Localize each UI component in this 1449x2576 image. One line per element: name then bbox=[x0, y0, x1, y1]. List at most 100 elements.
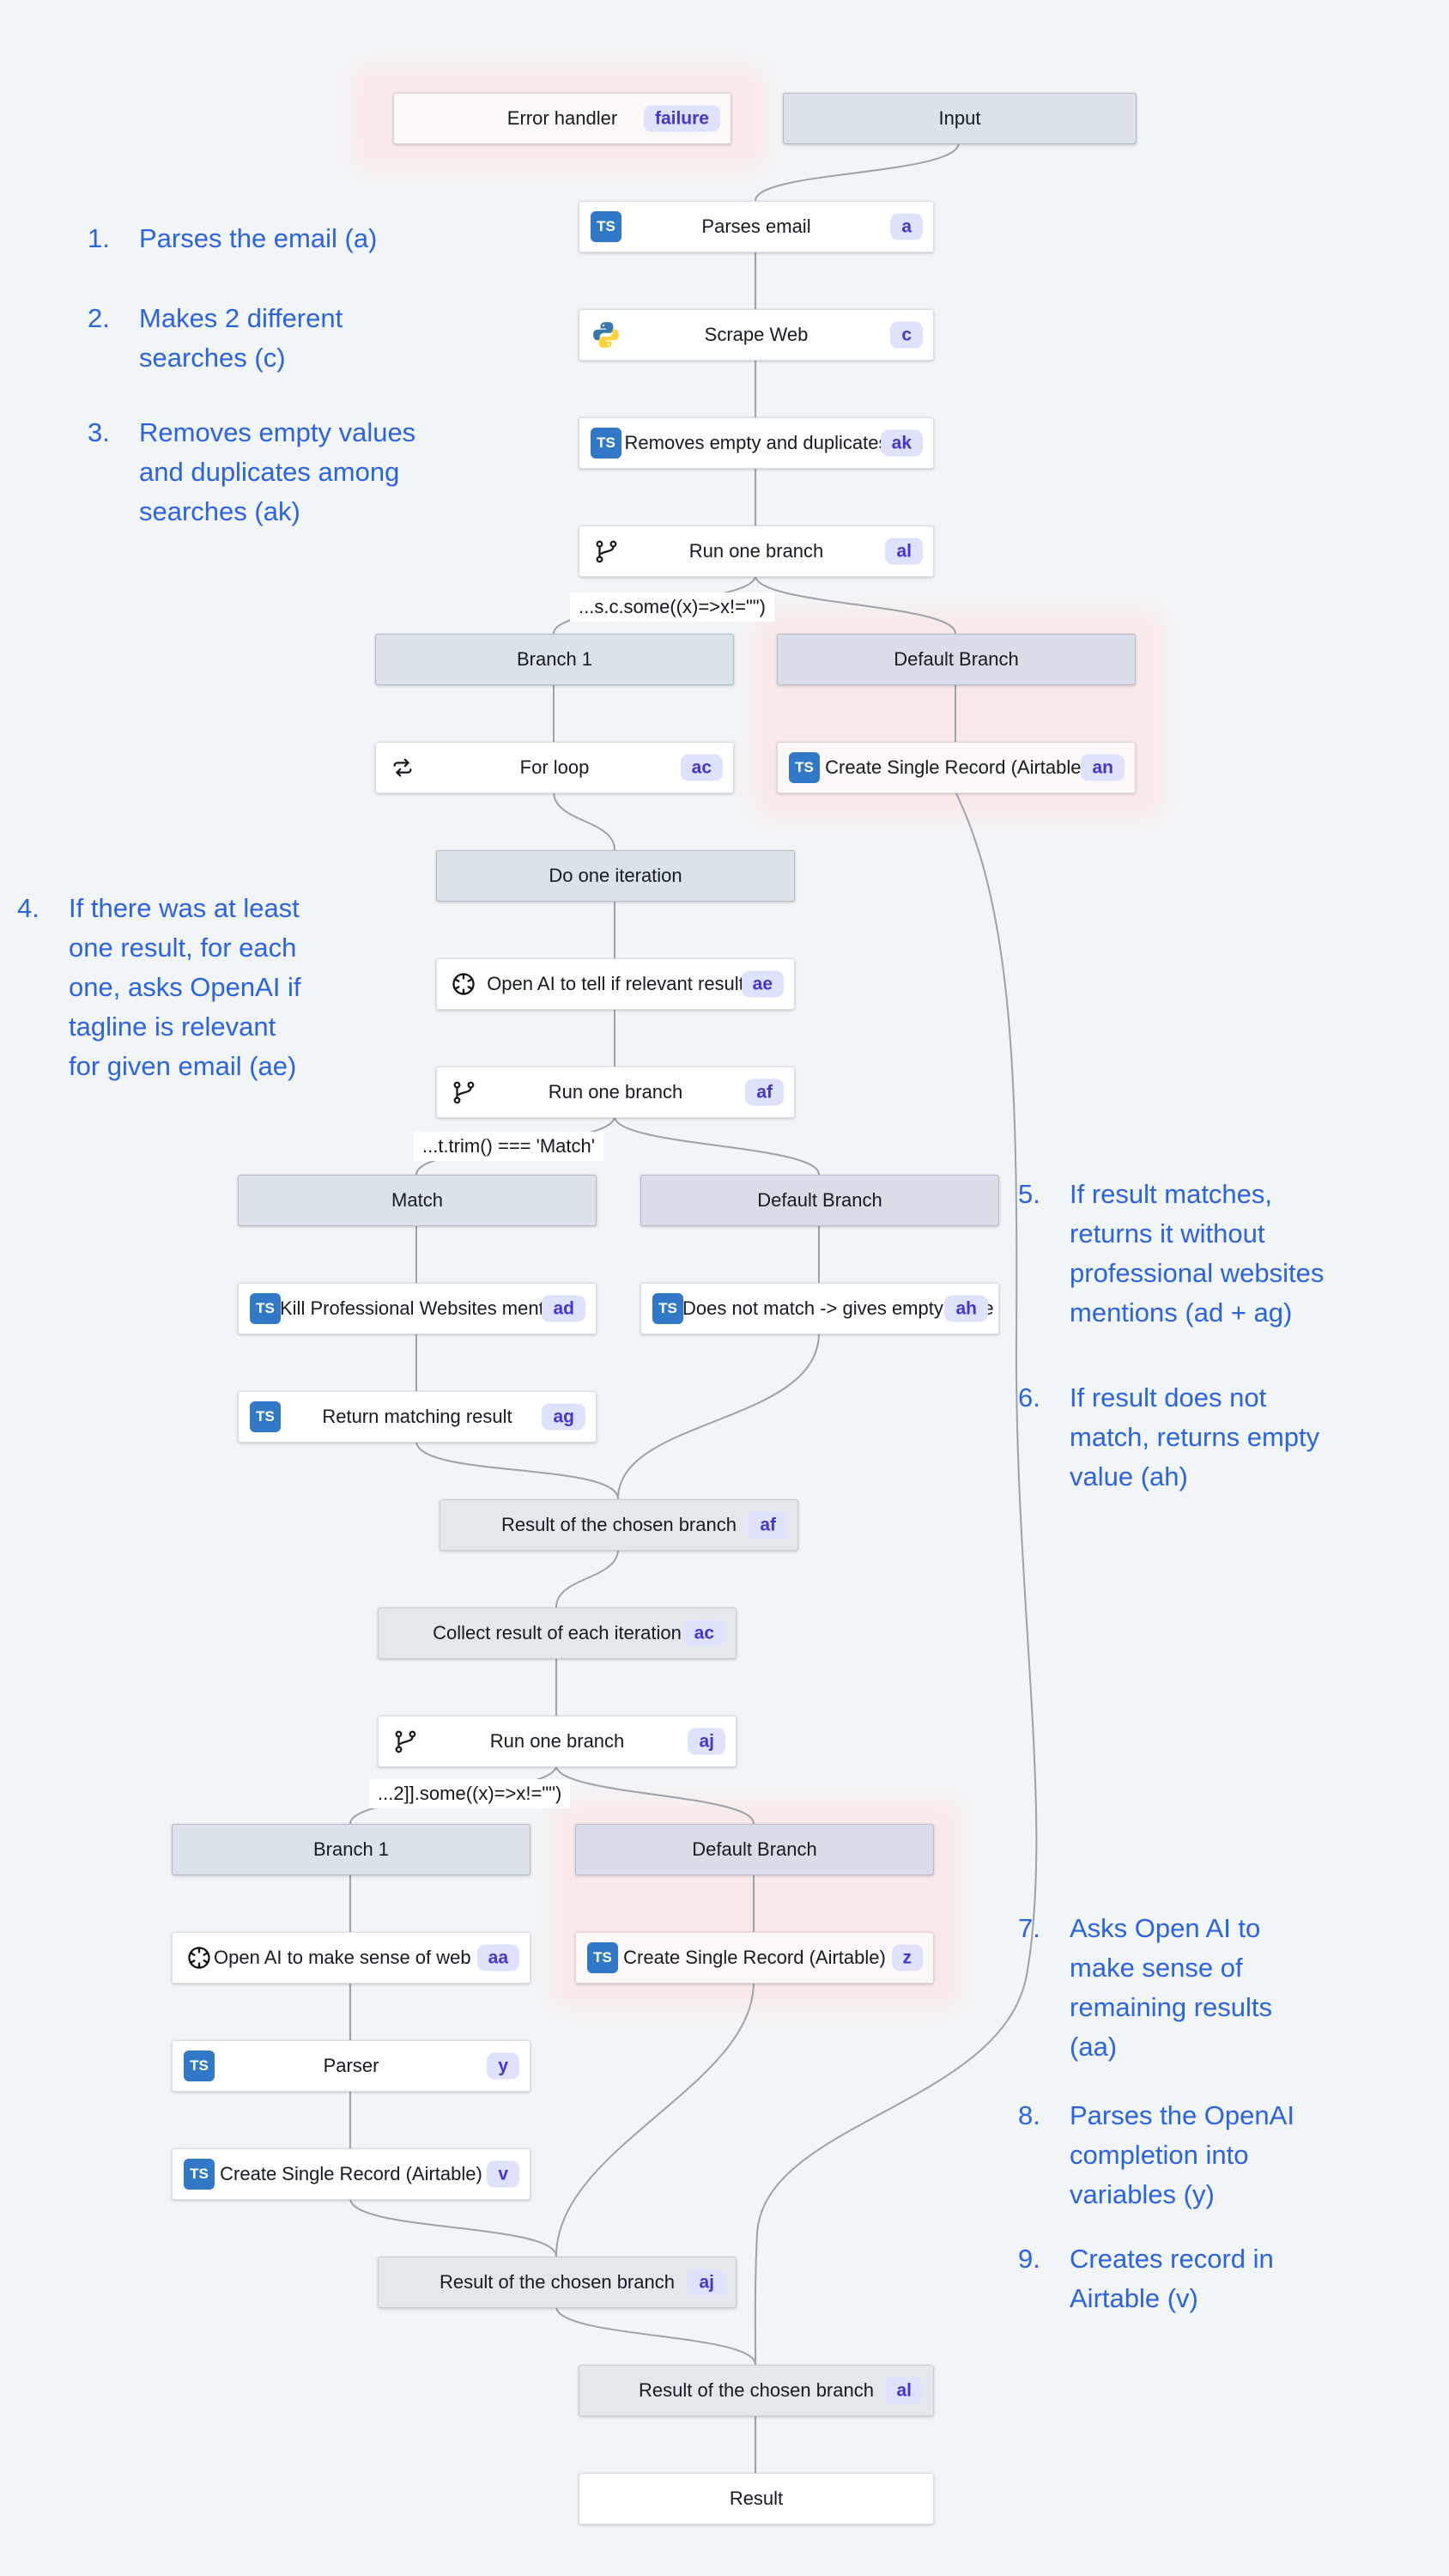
typescript-icon: TS bbox=[250, 1293, 281, 1324]
annotation-5: 5. If result matches, returns it without… bbox=[1018, 1175, 1324, 1333]
annotation-4: 4. If there was at least one result, for… bbox=[17, 889, 301, 1086]
node-badge: c bbox=[890, 321, 923, 349]
node-badge: v bbox=[487, 2160, 519, 2188]
node-label: Create Single Record (Airtable) bbox=[623, 1947, 886, 1968]
node-create-single-record-v[interactable]: TS Create Single Record (Airtable) v bbox=[172, 2148, 530, 2200]
edge bbox=[617, 1332, 820, 1500]
node-badge: ae bbox=[741, 970, 784, 998]
node-badge: ad bbox=[542, 1295, 585, 1322]
branch-icon bbox=[390, 1726, 421, 1757]
branch-icon bbox=[448, 1077, 479, 1108]
edge bbox=[555, 1981, 755, 2257]
node-badge: aa bbox=[476, 1944, 519, 1971]
edge bbox=[755, 574, 956, 635]
node-result-chosen-branch-aj[interactable]: Result of the chosen branch aj bbox=[378, 2257, 737, 2308]
node-default-branch-header[interactable]: Default Branch bbox=[640, 1175, 999, 1226]
node-error-handler[interactable]: Error handler failure bbox=[393, 93, 731, 144]
node-label: Result of the chosen branch bbox=[501, 1514, 737, 1535]
typescript-icon: TS bbox=[591, 211, 621, 242]
annotation-text: If result matches, returns it without pr… bbox=[1070, 1179, 1325, 1327]
node-badge: ac bbox=[682, 1619, 725, 1647]
typescript-icon: TS bbox=[587, 1942, 618, 1973]
node-label: Run one branch bbox=[489, 1730, 625, 1752]
annotation-text: Creates record in Airtable (v) bbox=[1070, 2244, 1274, 2313]
node-openai-make-sense[interactable]: Open AI to make sense of web info aa bbox=[172, 1932, 530, 1984]
node-label: Return matching result bbox=[322, 1406, 512, 1427]
node-label: Open AI to make sense of web info bbox=[214, 1947, 507, 1968]
node-for-loop[interactable]: For loop ac bbox=[375, 742, 734, 793]
typescript-icon: TS bbox=[250, 1401, 281, 1432]
node-does-not-match[interactable]: TS Does not match -> gives empty value a… bbox=[640, 1283, 999, 1334]
openai-icon bbox=[184, 1942, 215, 1973]
node-label: Run one branch bbox=[548, 1081, 683, 1103]
node-result-chosen-branch-al[interactable]: Result of the chosen branch al bbox=[579, 2365, 934, 2416]
annotation-text: If result does not match, returns empty … bbox=[1070, 1382, 1320, 1492]
node-branch-1-header[interactable]: Branch 1 bbox=[172, 1824, 530, 1875]
node-badge: an bbox=[1081, 754, 1125, 781]
node-create-single-record-z[interactable]: TS Create Single Record (Airtable) z bbox=[575, 1932, 934, 1984]
node-run-one-branch-aj[interactable]: Run one branch aj bbox=[378, 1716, 737, 1767]
node-label: Default Branch bbox=[692, 1838, 817, 1860]
node-match-header[interactable]: Match bbox=[238, 1175, 597, 1226]
node-label: Do one iteration bbox=[549, 865, 682, 886]
node-branch-1-header[interactable]: Branch 1 bbox=[375, 634, 734, 685]
edge bbox=[555, 1765, 755, 1825]
edge bbox=[555, 2306, 756, 2366]
node-do-one-iteration-header[interactable]: Do one iteration bbox=[436, 850, 795, 902]
node-scrape-web[interactable]: Scrape Web c bbox=[579, 309, 934, 361]
node-label: Branch 1 bbox=[312, 1838, 390, 1860]
node-run-one-branch-af[interactable]: Run one branch af bbox=[436, 1066, 795, 1118]
node-openai-tell-if-relevant[interactable]: Open AI to tell if relevant result ae bbox=[436, 958, 795, 1010]
annotation-text: Parses the email (a) bbox=[139, 223, 378, 253]
node-badge: z bbox=[891, 1944, 923, 1971]
node-badge: ac bbox=[680, 754, 723, 781]
node-run-one-branch-al[interactable]: Run one branch al bbox=[579, 526, 934, 577]
node-badge: a bbox=[890, 213, 923, 240]
node-parses-email[interactable]: TS Parses email a bbox=[579, 201, 934, 252]
node-label: Run one branch bbox=[688, 540, 824, 562]
node-label: Default Branch bbox=[894, 648, 1019, 670]
node-removes-empty-and-duplicates[interactable]: TS Removes empty and duplicates ak bbox=[579, 417, 934, 469]
edge bbox=[553, 791, 615, 851]
node-return-matching-result[interactable]: TS Return matching result ag bbox=[238, 1391, 597, 1443]
branch-condition-label: ...t.trim() === 'Match' bbox=[414, 1132, 603, 1161]
edge bbox=[415, 1440, 619, 1500]
node-default-branch-header[interactable]: Default Branch bbox=[777, 634, 1136, 685]
annotation-number: 6. bbox=[1018, 1382, 1040, 1413]
node-label: Parser bbox=[323, 2055, 379, 2076]
node-collect-result-each-iteration[interactable]: Collect result of each iteration ac bbox=[378, 1607, 737, 1659]
node-input[interactable]: Input bbox=[783, 93, 1137, 144]
node-label: Parses email bbox=[701, 216, 811, 237]
branch-icon bbox=[591, 536, 621, 567]
node-label: Scrape Web bbox=[704, 324, 809, 345]
node-result[interactable]: Result bbox=[579, 2473, 934, 2524]
annotation-text: Parses the OpenAI completion into variab… bbox=[1070, 2100, 1294, 2209]
node-result-chosen-branch-af[interactable]: Result of the chosen branch af bbox=[440, 1499, 798, 1551]
branch-condition-label: ...2]].some((x)=>x!="") bbox=[369, 1779, 571, 1808]
edge bbox=[555, 1548, 619, 1608]
failure-badge: failure bbox=[643, 105, 720, 132]
annotation-number: 2. bbox=[88, 303, 110, 333]
node-default-branch-header[interactable]: Default Branch bbox=[575, 1824, 934, 1875]
loop-icon bbox=[387, 752, 418, 783]
node-badge: af bbox=[749, 1511, 787, 1539]
node-label: For loop bbox=[519, 756, 590, 778]
annotation-number: 3. bbox=[88, 417, 110, 447]
node-badge: aj bbox=[688, 1728, 725, 1755]
annotation-6: 6. If result does not match, returns emp… bbox=[1018, 1378, 1319, 1497]
node-label: Result bbox=[729, 2488, 784, 2509]
node-parser[interactable]: TS Parser y bbox=[172, 2040, 530, 2092]
node-label: Create Single Record (Airtable) bbox=[825, 756, 1088, 778]
node-label: Kill Professional Websites mentions bbox=[280, 1297, 579, 1319]
annotation-1: 1. Parses the email (a) bbox=[88, 219, 377, 258]
node-badge: ak bbox=[880, 429, 923, 457]
annotation-number: 8. bbox=[1018, 2100, 1040, 2130]
node-badge: al bbox=[885, 2377, 923, 2404]
edge bbox=[349, 2197, 557, 2257]
node-create-single-record-an[interactable]: TS Create Single Record (Airtable) an bbox=[777, 742, 1136, 793]
node-label: Removes empty and duplicates bbox=[624, 432, 888, 453]
annotation-number: 1. bbox=[88, 223, 110, 253]
edge bbox=[614, 1115, 820, 1176]
node-kill-professional-websites[interactable]: TS Kill Professional Websites mentions a… bbox=[238, 1283, 597, 1334]
